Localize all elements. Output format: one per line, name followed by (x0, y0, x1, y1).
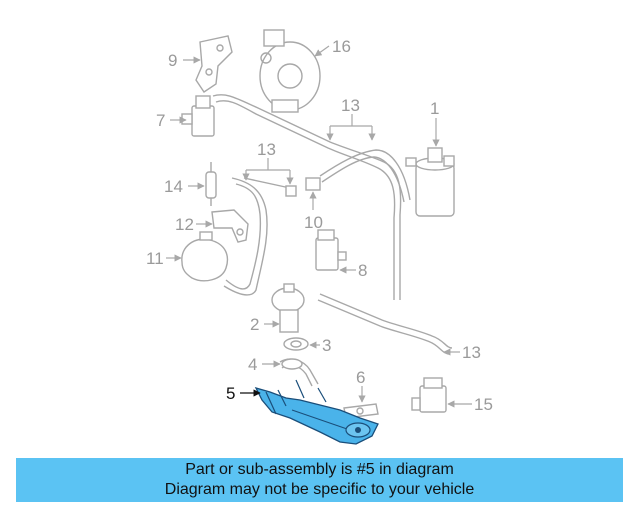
part-7-solenoid (181, 95, 215, 137)
callout-15: 15 (474, 395, 493, 414)
part-11-reservoir (181, 231, 229, 282)
callout-3: 3 (322, 336, 331, 355)
part-4-pipe (279, 358, 319, 387)
banner-line-2: Diagram may not be specific to your vehi… (164, 481, 475, 498)
callout-8: 8 (358, 261, 367, 280)
leader-lines (166, 45, 472, 408)
callout-14: 14 (164, 177, 183, 196)
part-14-valve (205, 162, 217, 206)
part-15-relay (411, 377, 447, 413)
callout-5: 5 (226, 384, 235, 403)
part-1-canister (405, 147, 455, 217)
callout-labels: 1 2 3 4 5 6 7 8 9 10 11 12 13 13 13 14 1… (146, 37, 493, 414)
banner-line-1: Part or sub-assembly is #5 in diagram (185, 461, 454, 478)
callout-6: 6 (356, 368, 365, 387)
callout-4: 4 (248, 355, 257, 374)
callout-2: 2 (250, 315, 259, 334)
info-banner: Part or sub-assembly is #5 in diagram Di… (16, 458, 623, 502)
part-5-pipe-assembly (254, 379, 379, 445)
part-12-bracket (211, 209, 249, 243)
part-9-bracket (195, 35, 233, 93)
vacuum-hose-left (223, 177, 297, 296)
callout-1: 1 (430, 99, 439, 118)
callout-13-low: 13 (462, 343, 481, 362)
part-16-pump (259, 29, 321, 113)
part-3-gasket (283, 337, 309, 351)
part-2-valve (271, 283, 305, 333)
parts-diagram: 1 2 3 4 5 6 7 8 9 10 11 12 13 13 13 14 1… (146, 29, 493, 445)
callout-13-mid: 13 (257, 140, 276, 159)
callout-7: 7 (156, 111, 165, 130)
callout-13-top: 13 (341, 96, 360, 115)
callout-11: 11 (146, 249, 164, 268)
callout-10: 10 (304, 213, 323, 232)
part-8-valve (315, 229, 347, 271)
part-10-fitting (305, 177, 321, 191)
callout-12: 12 (175, 215, 194, 234)
vacuum-hose-main (212, 94, 453, 355)
callout-9: 9 (168, 51, 177, 70)
callout-16: 16 (332, 37, 351, 56)
